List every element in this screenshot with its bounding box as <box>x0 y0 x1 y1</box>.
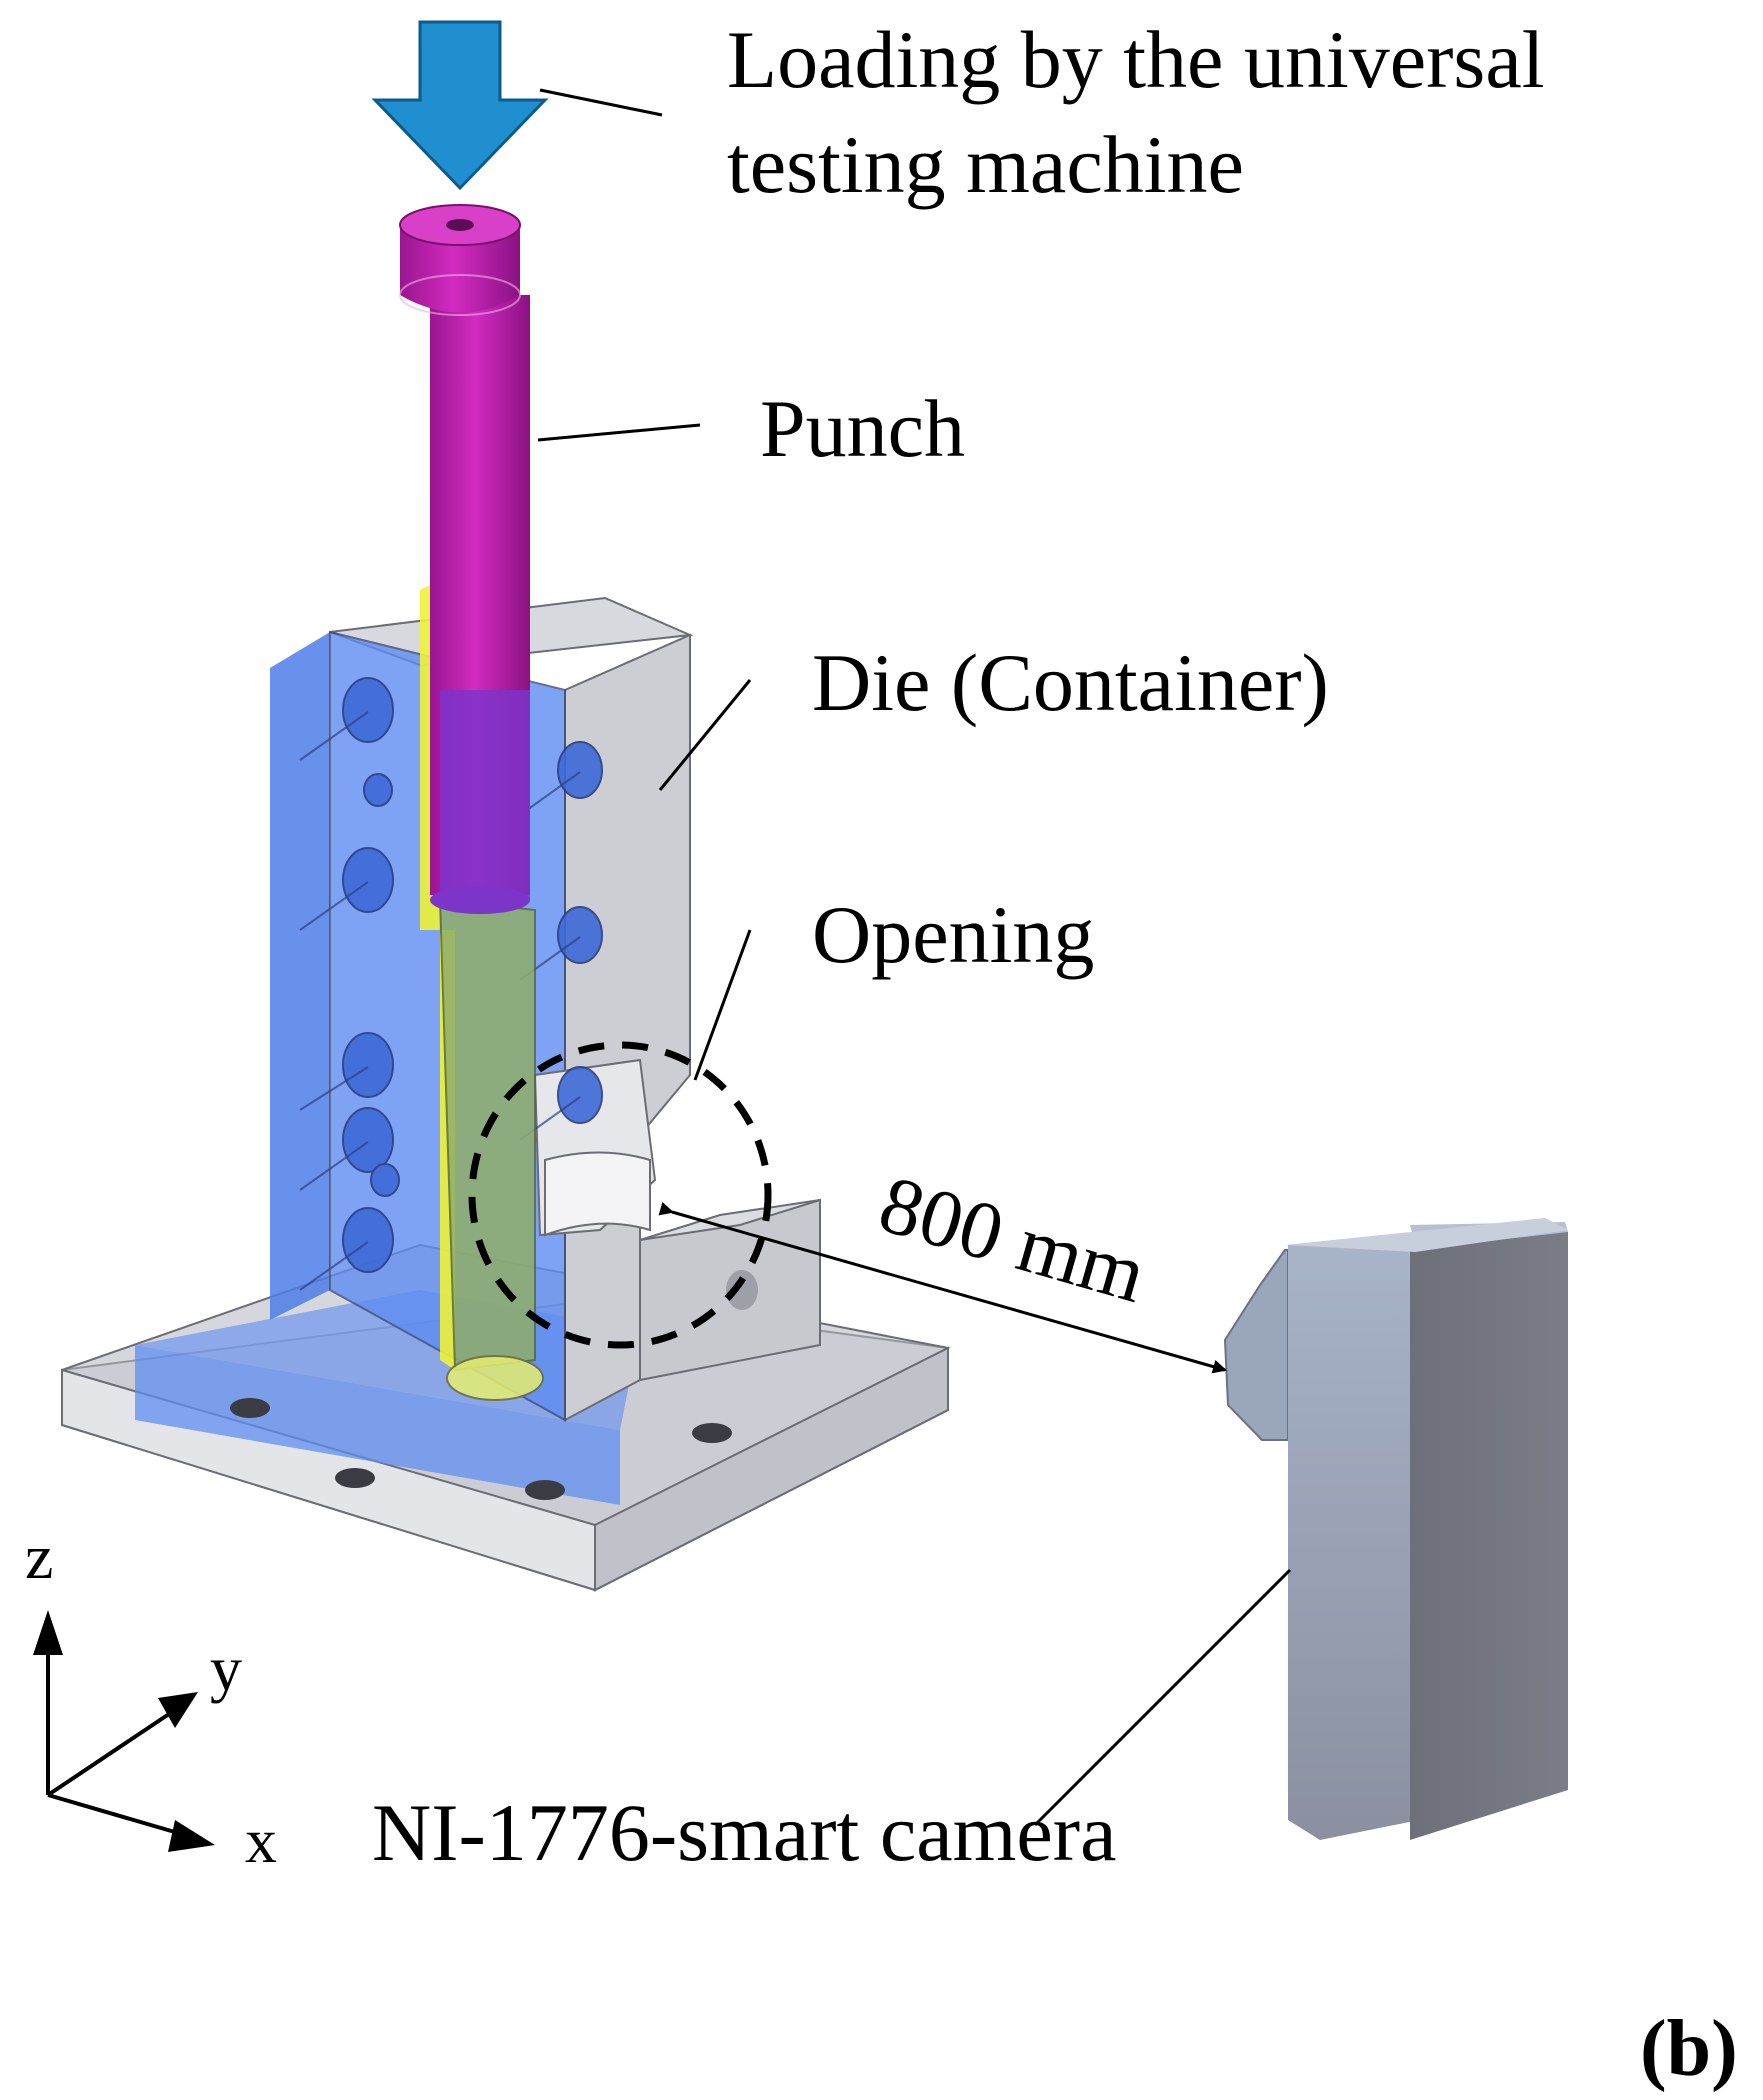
die-container <box>270 596 821 1422</box>
distance-label: 800 mm <box>870 1158 1156 1320</box>
axis-y-label: y <box>210 1633 242 1704</box>
punch <box>399 204 530 914</box>
camera-label: NI-1776-smart camera <box>372 1787 1117 1878</box>
loading-label-line1: Loading by the universal <box>727 14 1545 105</box>
axis-z-label: z <box>25 1521 53 1592</box>
loading-label-line2: testing machine <box>727 119 1244 210</box>
coordinate-axes <box>33 1610 215 1852</box>
opening-label: Opening <box>812 889 1094 980</box>
camera-body <box>1223 1218 1568 1840</box>
die-label: Die (Container) <box>812 637 1329 728</box>
leader-lines <box>537 88 1292 1827</box>
loading-arrow-icon <box>371 20 549 191</box>
panel-tag: (b) <box>1640 2005 1738 2093</box>
axis-x-label: x <box>245 1805 277 1876</box>
punch-label: Punch <box>760 383 965 474</box>
opening-highlight-circle <box>468 1041 772 1349</box>
distance-arrow <box>658 1201 1227 1374</box>
